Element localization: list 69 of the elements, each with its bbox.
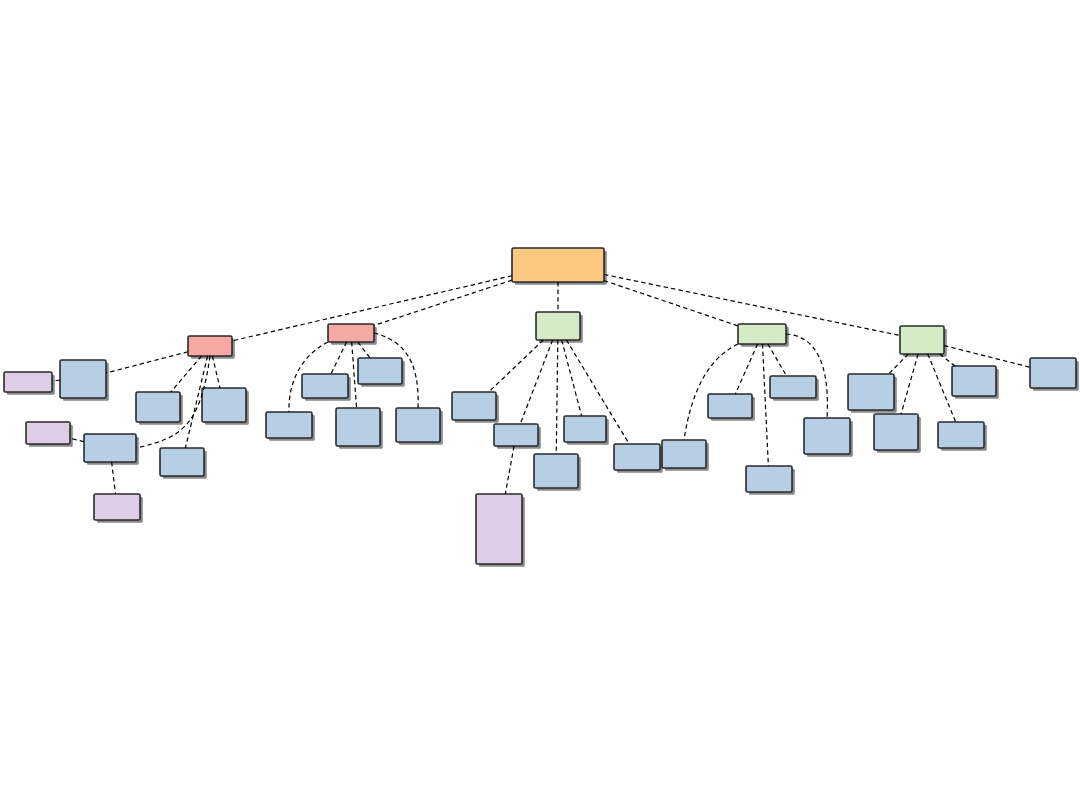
note-box: [1029, 357, 1079, 391]
note-box: [951, 365, 999, 399]
note-box: [335, 407, 383, 449]
note-box: [83, 433, 139, 465]
note-box: [451, 391, 499, 423]
connector-line: [504, 445, 515, 495]
connector-line: [767, 343, 788, 377]
note-box: [745, 465, 795, 495]
connector-line: [373, 332, 419, 409]
note-box: [301, 373, 351, 401]
note-box: [803, 417, 853, 457]
connector-line: [761, 343, 769, 467]
connector-line: [135, 355, 211, 449]
note-box: [707, 393, 755, 421]
note-box: [937, 421, 987, 451]
note-box: [25, 421, 73, 447]
subtopic-box: [535, 311, 583, 343]
note-box: [533, 453, 581, 491]
connector-line: [603, 273, 901, 337]
connector-line: [488, 339, 544, 393]
connector-line: [943, 344, 1031, 368]
connector-line: [69, 437, 85, 443]
note-box: [93, 493, 143, 523]
note-box: [201, 387, 249, 425]
subtopic-box: [899, 325, 947, 357]
connector-line: [170, 355, 203, 393]
connector-line: [51, 379, 61, 382]
connector-line: [351, 341, 358, 409]
note-box: [873, 413, 921, 453]
note-box: [661, 439, 709, 471]
subtopic-box: [187, 335, 235, 359]
note-box: [847, 373, 897, 413]
note-box: [493, 423, 541, 449]
connector-line: [211, 355, 221, 389]
connector-line: [888, 353, 909, 375]
connector-line: [555, 339, 559, 455]
connector-line: [565, 339, 630, 445]
connector-line: [603, 279, 739, 327]
connector-line: [105, 351, 189, 374]
note-box: [159, 447, 207, 479]
note-box: [265, 411, 315, 441]
connector-line: [519, 339, 554, 425]
note-box: [475, 493, 525, 567]
connector-line: [111, 461, 117, 495]
connector-line: [927, 353, 957, 423]
connector-line: [785, 333, 828, 419]
note-box: [395, 407, 443, 445]
subtopic-box: [737, 323, 789, 347]
note-box: [613, 443, 663, 473]
connector-line: [561, 339, 583, 417]
connector-line: [939, 353, 956, 367]
connector-line: [288, 341, 329, 413]
connector-line: [357, 341, 371, 359]
connector-line: [330, 341, 348, 375]
connector-line: [231, 275, 513, 342]
connector-line: [184, 355, 209, 449]
note-box: [135, 391, 183, 425]
note-box: [357, 357, 405, 387]
note-box: [59, 359, 109, 401]
connector-line: [734, 343, 759, 395]
connector-line: [373, 279, 513, 327]
subtopic-box: [327, 323, 377, 345]
note-box: [3, 371, 55, 395]
connector-line: [557, 281, 559, 313]
connector-line: [900, 353, 919, 415]
note-box: [563, 415, 609, 445]
connector-line: [683, 343, 739, 441]
note-box: [769, 375, 819, 401]
topic-box: [511, 247, 607, 285]
